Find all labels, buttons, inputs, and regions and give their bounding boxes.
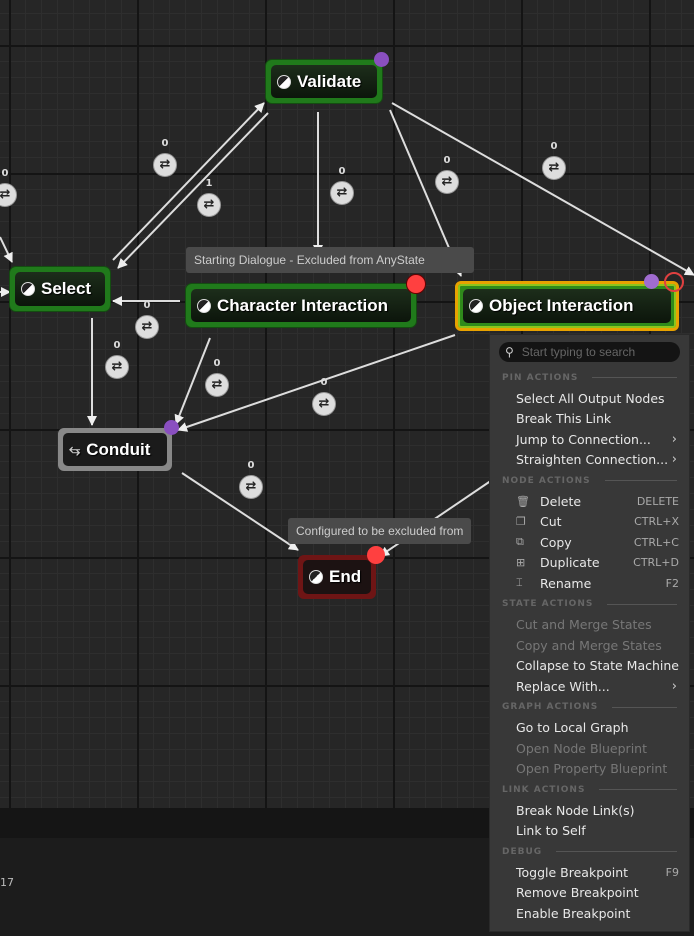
transition-rule-icon[interactable]: ⇄ bbox=[312, 392, 336, 416]
copy-icon: ⧉ bbox=[516, 535, 524, 549]
search-input[interactable] bbox=[521, 345, 672, 359]
edge-object-end bbox=[379, 477, 496, 557]
menu-item-replace-with[interactable]: Replace With...› bbox=[516, 678, 677, 694]
chevron-right-icon: › bbox=[671, 678, 677, 694]
transition-priority-label: 0 bbox=[113, 340, 121, 351]
section-header-graph-actions: GRAPH ACTIONS bbox=[490, 697, 689, 718]
transition-priority-label: 0 bbox=[443, 155, 451, 166]
edge-offscreen-select bbox=[0, 236, 13, 263]
breakpoint-icon[interactable] bbox=[367, 546, 385, 564]
edge-conduit-end bbox=[181, 472, 299, 551]
section-header-node-actions: NODE ACTIONS bbox=[490, 470, 689, 491]
edge-validate-select bbox=[117, 112, 269, 269]
menu-item-select-all-output-nodes[interactable]: Select All Output Nodes bbox=[516, 390, 665, 406]
menu-item-go-to-local-graph[interactable]: Go to Local Graph bbox=[516, 720, 629, 736]
edge-object-conduit bbox=[177, 334, 456, 432]
transition-priority-label: 0 bbox=[1, 168, 9, 179]
transition-priority-label: 0 bbox=[320, 377, 328, 388]
node-title: Character Interaction bbox=[217, 295, 388, 315]
transition-rule-icon[interactable]: ⇄ bbox=[205, 373, 229, 397]
section-header-state-actions: STATE ACTIONS bbox=[490, 594, 689, 615]
state-node-validate[interactable]: Validate bbox=[266, 60, 382, 103]
output-pin[interactable] bbox=[644, 274, 659, 289]
section-header-link-actions: LINK ACTIONS bbox=[490, 779, 689, 800]
menu-item-jump-to-connection[interactable]: Jump to Connection...› bbox=[516, 431, 677, 447]
node-title: Validate bbox=[297, 71, 362, 91]
state-node-character-interaction[interactable]: Character Interaction bbox=[186, 284, 416, 327]
duplicate-icon: ⊞ bbox=[516, 556, 526, 570]
cut-icon: ❐ bbox=[516, 515, 526, 529]
chevron-right-icon: › bbox=[671, 452, 677, 468]
state-icon bbox=[277, 74, 291, 89]
menu-item-enable-breakpoint[interactable]: Enable Breakpoint bbox=[516, 905, 631, 921]
rename-icon: ⌶ bbox=[516, 576, 523, 590]
state-icon bbox=[21, 282, 35, 296]
section-header-debug: DEBUG bbox=[490, 841, 689, 862]
node-title: Select bbox=[41, 279, 92, 298]
edge-validate-offscreen bbox=[391, 102, 694, 276]
transition-rule-icon[interactable]: ⇄ bbox=[153, 153, 177, 177]
comment-bubble-end: Configured to be excluded from bbox=[288, 518, 472, 544]
menu-item-break-node-links[interactable]: Break Node Link(s) bbox=[516, 802, 635, 818]
menu-item-straighten-connection[interactable]: Straighten Connection...› bbox=[516, 452, 677, 468]
comment-bubble-character: Starting Dialogue - Excluded from AnySta… bbox=[186, 247, 474, 273]
conduit-icon: ⥃ bbox=[69, 441, 81, 457]
state-icon bbox=[197, 298, 211, 313]
node-title: End bbox=[329, 567, 362, 586]
disabled-breakpoint-icon[interactable] bbox=[664, 272, 684, 292]
node-title: Object Interaction bbox=[489, 296, 634, 315]
transition-priority-label: 0 bbox=[143, 300, 151, 311]
search-icon: ⚲ bbox=[505, 345, 514, 359]
edge-select-validate bbox=[112, 102, 265, 261]
state-node-select[interactable]: Select bbox=[10, 267, 110, 311]
state-node-end[interactable]: End bbox=[298, 555, 376, 599]
output-pin[interactable] bbox=[164, 420, 179, 435]
chevron-right-icon: › bbox=[671, 431, 677, 447]
menu-item-copy-and-merge-states: Copy and Merge States bbox=[516, 637, 662, 653]
menu-item-collapse-to-state-machine[interactable]: Collapse to State Machine bbox=[516, 658, 680, 674]
menu-item-remove-breakpoint[interactable]: Remove Breakpoint bbox=[516, 885, 639, 901]
transition-priority-label: 0 bbox=[338, 166, 346, 177]
transition-priority-label: 0 bbox=[550, 141, 558, 152]
menu-item-link-to-self[interactable]: Link to Self bbox=[516, 823, 586, 839]
node-title: Conduit bbox=[86, 439, 151, 459]
menu-item-break-this-link[interactable]: Break This Link bbox=[516, 411, 612, 427]
state-icon bbox=[469, 299, 483, 313]
trash-icon: 🗑 bbox=[516, 494, 530, 508]
menu-search[interactable]: ⚲ bbox=[499, 342, 680, 362]
transition-rule-icon[interactable]: ⇄ bbox=[135, 315, 159, 339]
transition-priority-label: 0 bbox=[161, 138, 169, 149]
context-menu: ⚲ PIN ACTIONS Select All Output Nodes Br… bbox=[489, 334, 690, 932]
transition-rule-icon[interactable]: ⇄ bbox=[105, 355, 129, 379]
transition-priority-label: 0 bbox=[213, 358, 221, 369]
edge-character-conduit bbox=[174, 337, 211, 425]
panel-text: 17 bbox=[0, 876, 14, 889]
state-node-object-interaction[interactable]: Object Interaction bbox=[455, 281, 679, 331]
transition-rule-icon[interactable]: ⇄ bbox=[239, 475, 263, 499]
transition-rule-icon[interactable]: ⇄ bbox=[542, 156, 566, 180]
breakpoint-icon[interactable] bbox=[406, 274, 426, 294]
transition-rule-icon[interactable]: ⇄ bbox=[435, 170, 459, 194]
menu-item-open-property-blueprint: Open Property Blueprint bbox=[516, 761, 668, 777]
transition-rule-icon[interactable]: ⇄ bbox=[330, 181, 354, 205]
menu-item-cut-and-merge-states: Cut and Merge States bbox=[516, 617, 652, 633]
state-icon bbox=[309, 570, 323, 584]
transition-priority-label: 0 bbox=[247, 460, 255, 471]
output-pin[interactable] bbox=[374, 52, 389, 67]
conduit-node[interactable]: ⥃ Conduit bbox=[58, 428, 172, 471]
menu-item-open-node-blueprint: Open Node Blueprint bbox=[516, 740, 647, 756]
transition-rule-icon[interactable]: ⇄ bbox=[197, 193, 221, 217]
transition-priority-label: 1 bbox=[205, 178, 213, 189]
section-header-pin-actions: PIN ACTIONS bbox=[490, 367, 689, 388]
